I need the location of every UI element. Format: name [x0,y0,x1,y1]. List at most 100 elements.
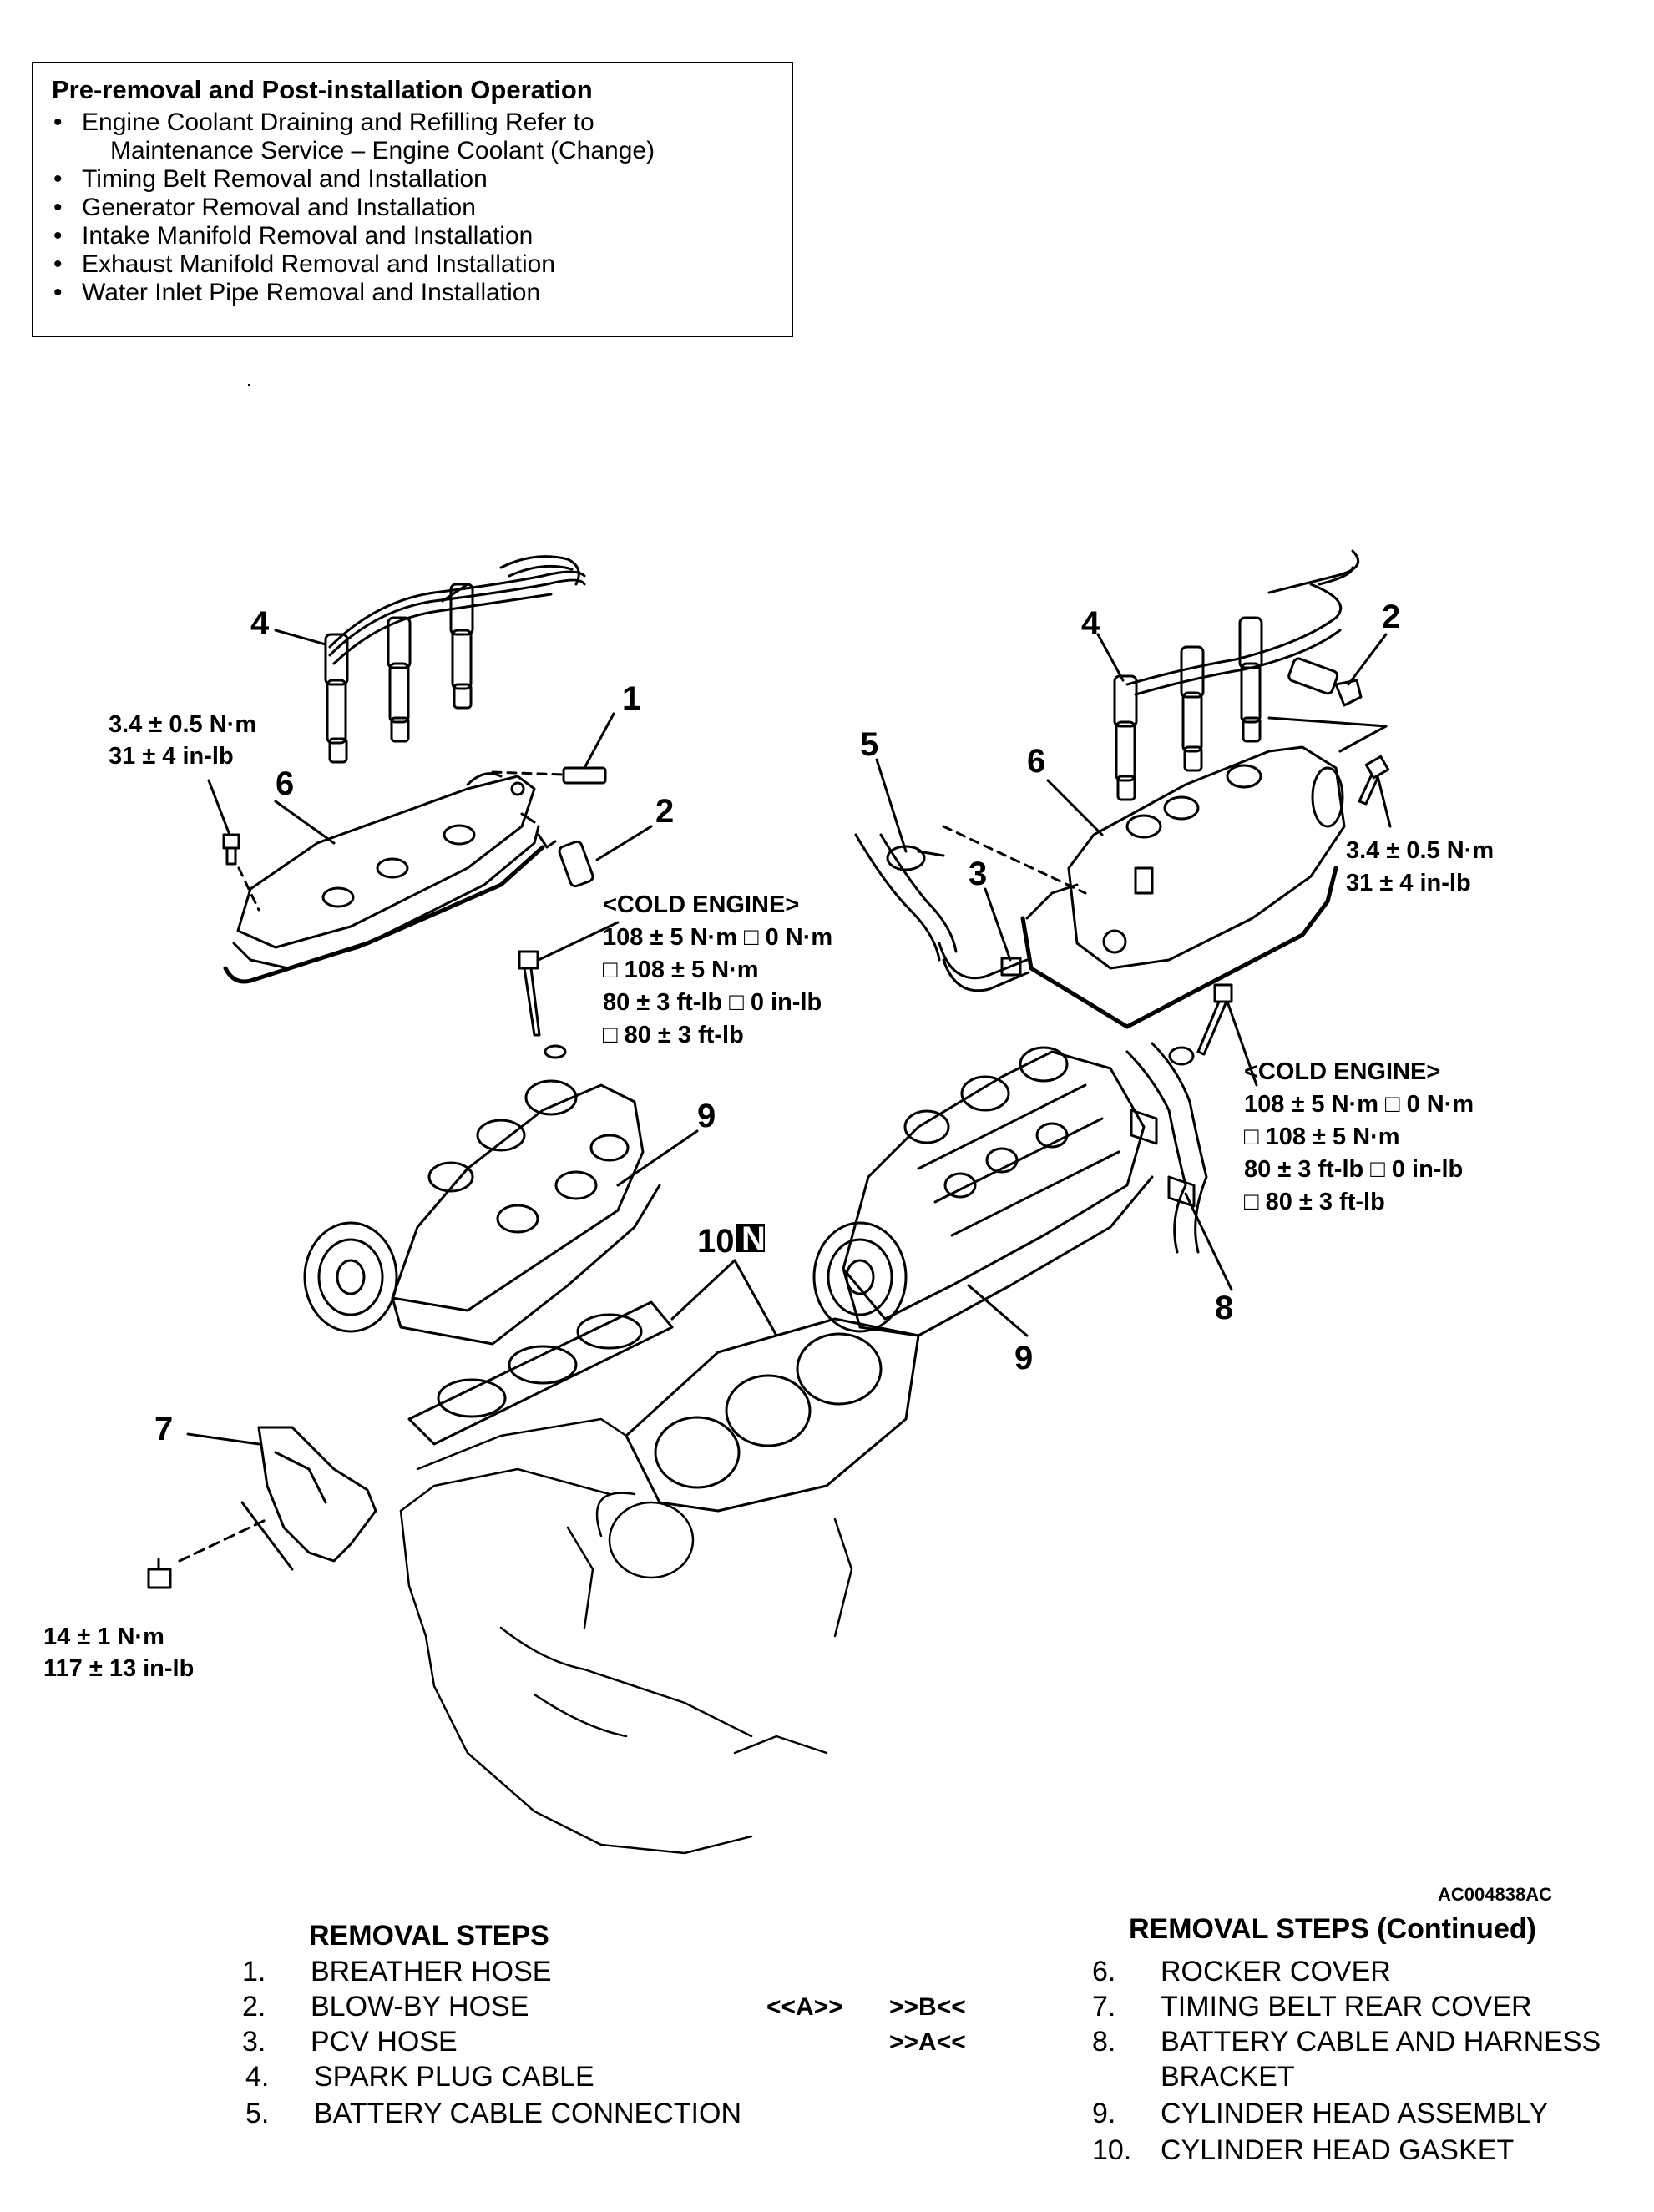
right-rocker-bolt [1358,755,1390,806]
leader-9-right [967,1284,1029,1337]
torque-line: □ 80 ± 3 ft-lb [603,1022,744,1048]
torque-right-rocker: 3.4 ± 0.5 N·m 31 ± 4 in-lb [1346,837,1494,896]
center-head-gasket [625,1317,920,1513]
callout-9-left: 9 [697,1098,716,1134]
removal-step: 4. SPARK PLUG CABLE [245,2061,594,2093]
step-number: 4. [245,2061,270,2093]
callout-4-left: 4 [250,605,270,642]
callout-6-left: 6 [276,765,294,802]
leader-1 [583,712,615,770]
step-number: 6. [1092,1956,1116,1987]
leader-10-a [670,1259,736,1321]
step-label: PCV HOSE [311,2026,458,2058]
leader-3 [984,887,1012,962]
timing-belt-rear-cover [257,1426,377,1563]
callout-5: 5 [860,726,878,763]
torque-cold-engine-left: <COLD ENGINE> 108 ± 5 N·m □ 0 N·m □ 108 … [603,891,832,1048]
tag-a-step3: >>A<< [889,2028,966,2056]
torque-line: <COLD ENGINE> [1244,1058,1440,1085]
step-label: ROCKER COVER [1161,1956,1391,1987]
removal-step: 2. BLOW-BY HOSE [242,1991,529,2023]
leader-8 [1184,1192,1233,1291]
left-cylinder-head [303,1079,661,1346]
callout-1: 1 [622,680,640,717]
tag-a-step2: <<A>> [766,1993,843,2021]
leader-6-left [274,800,336,845]
pre-item-text: Timing Belt Removal and Installation [82,165,488,193]
step-label: BATTERY CABLE AND HARNESS [1161,2026,1601,2058]
removal-step: BRACKET [1092,2061,1295,2093]
pre-item-text: Exhaust Manifold Removal and Installatio… [82,250,555,278]
removal-step: 10. CYLINDER HEAD GASKET [1092,2134,1514,2167]
torque-line: □ 108 ± 5 N·m [1244,1124,1400,1150]
removal-step: 3. PCV HOSE [242,2026,458,2058]
battery-cable [854,833,958,962]
n-badge-box [736,1224,765,1252]
step-number: 1. [242,1956,266,1987]
step-label: CYLINDER HEAD ASSEMBLY [1161,2098,1549,2129]
tag-b-step2: >>B<< [889,1993,966,2021]
torque-line: 108 ± 5 N·m □ 0 N·m [603,924,832,951]
torque-line: 80 ± 3 ft-lb □ 0 in-lb [603,989,822,1016]
step-label: BRACKET [1161,2061,1295,2093]
pre-removal-box: Pre-removal and Post-installation Operat… [32,62,793,337]
torque-line: □ 108 ± 5 N·m [603,957,759,983]
torque-line: 117 ± 13 in-lb [43,1655,194,1682]
n-badge-letter: N [741,1220,766,1257]
leader-cold-left [537,921,620,962]
leader-torque-right [1376,775,1392,828]
step-label: SPARK PLUG CABLE [314,2061,594,2093]
step-number: 7. [1092,1991,1116,2023]
torque-left-rocker: 3.4 ± 0.5 N·m 31 ± 4 in-lb [109,711,256,770]
removal-step: 9. CYLINDER HEAD ASSEMBLY [1092,2098,1548,2130]
engine-block [399,1417,853,1855]
pre-item-text-cont: Maintenance Service – Engine Coolant (Ch… [110,137,655,164]
step-label: BATTERY CABLE CONNECTION [314,2098,741,2129]
head-bolt-left [518,950,567,1059]
dashed-cover-line [178,1518,269,1563]
pre-removal-item: Engine Coolant Draining and Refilling Re… [52,109,773,165]
step-number: 3. [242,2026,266,2058]
step-label: BLOW-BY HOSE [311,1991,529,2023]
callout-2-right: 2 [1382,598,1400,635]
leader-2-right [1347,633,1388,686]
torque-line: 3.4 ± 0.5 N·m [1346,837,1494,864]
torque-line: □ 80 ± 3 ft-lb [1244,1189,1385,1215]
blow-by-hose-left [537,833,594,888]
removal-step: 7. TIMING BELT REAR COVER [1092,1991,1532,2023]
torque-timing-cover: 14 ± 1 N·m 117 ± 13 in-lb [43,1624,194,1682]
callout-3: 3 [969,856,987,892]
step-label: CYLINDER HEAD GASKET [1161,2134,1515,2166]
pre-item-text: Generator Removal and Installation [82,194,476,221]
pre-removal-item: Timing Belt Removal and Installation [52,165,773,194]
pre-item-text: Intake Manifold Removal and Installation [82,222,534,250]
step-label: TIMING BELT REAR COVER [1161,1991,1532,2023]
pre-removal-list: Engine Coolant Draining and Refilling Re… [52,109,773,307]
breather-hose [491,766,607,785]
removal-steps-title: REMOVAL STEPS [309,1920,549,1952]
cover-bracket-line [240,1501,294,1571]
stray-dot [248,384,250,386]
leader-cold-right [1226,1000,1258,1087]
figure-code: AC004838AC [1438,1884,1552,1905]
right-cylinder-head [812,1046,1154,1337]
right-spark-plug-cables [1113,549,1360,801]
removal-step: 5.BATTERY CABLE CONNECTION [245,2098,741,2130]
pre-removal-item: Exhaust Manifold Removal and Installatio… [52,250,773,279]
step-number: 9. [1092,2098,1116,2129]
leader-5 [875,758,908,853]
torque-line: 31 ± 4 in-lb [109,743,234,770]
dashed-bolt-line [237,866,260,912]
step-number: 2. [242,1991,266,2023]
callout-10-text: 10 [697,1223,735,1260]
head-bolt-right [1168,983,1233,1066]
pre-item-text: Water Inlet Pipe Removal and Installatio… [82,279,541,306]
removal-step: 1.BREATHER HOSE [242,1956,551,1988]
left-rocker-cover [223,772,545,984]
torque-line: 3.4 ± 0.5 N·m [109,711,256,738]
right-rocker-cover [1020,745,1346,1029]
step-number: 10. [1092,2134,1132,2166]
removal-steps-continued-title: REMOVAL STEPS (Continued) [1129,1913,1536,1945]
leader-2-left [595,825,653,861]
dashed-cable-line [942,825,1087,895]
